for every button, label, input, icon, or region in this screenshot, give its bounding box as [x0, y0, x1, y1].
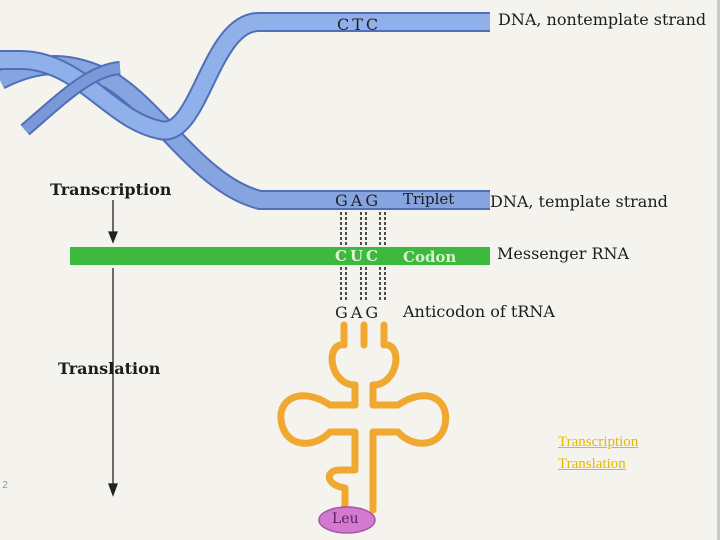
transcription-label: Transcription — [50, 180, 172, 199]
translation-label: Translation — [58, 359, 161, 378]
base-pair-lines-lower — [340, 267, 386, 300]
mrna-sequence: CUC — [335, 247, 381, 265]
dna-nontemplate-label: DNA, nontemplate strand — [498, 10, 707, 29]
page-edge — [717, 0, 720, 540]
trna-anticodon-sequence: GAG — [335, 303, 382, 322]
leu-label: Leu — [332, 511, 359, 527]
stray-mark: 2 — [2, 480, 8, 491]
dna-top-sequence: CTC — [337, 15, 382, 34]
codon-tag: Codon — [403, 248, 457, 266]
anticodon-label: Anticodon of tRNA — [403, 302, 555, 321]
translation-link[interactable]: Translation — [558, 456, 626, 472]
transcription-link[interactable]: Transcription — [558, 434, 639, 450]
translation-arrow — [108, 268, 118, 497]
leucine-amino-acid — [318, 506, 376, 534]
dna-template-label: DNA, template strand — [490, 192, 668, 211]
dna-bottom-sequence: GAG — [335, 191, 382, 210]
triplet-tag: Triplet — [403, 190, 455, 208]
mrna-strand — [70, 247, 490, 265]
trna-molecule — [277, 321, 450, 514]
mrna-label: Messenger RNA — [497, 244, 630, 263]
base-pair-lines-upper — [340, 212, 386, 247]
transcription-arrow — [108, 200, 118, 244]
